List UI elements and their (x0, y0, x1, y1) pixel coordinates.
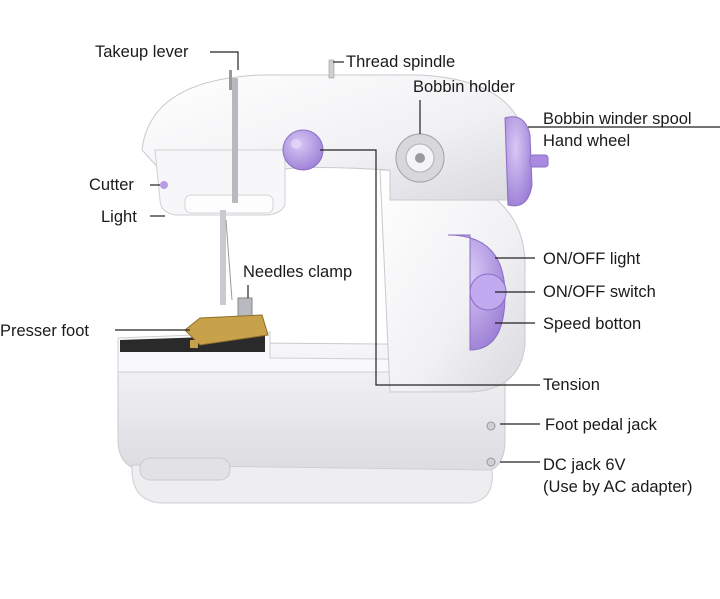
label-needles-clamp: Needles clamp (243, 263, 353, 281)
label-tension: Tension (543, 376, 600, 394)
hand-wheel (504, 116, 533, 207)
label-bobbin-winder-spool: Bobbin winder spool (543, 110, 692, 128)
label-takeup-lever: Takeup lever (95, 43, 189, 61)
label-dc-jack-note: (Use by AC adapter) (543, 478, 693, 496)
label-on-off-switch: ON/OFF switch (543, 283, 656, 301)
label-cutter: Cutter (89, 176, 134, 194)
label-dc-jack: DC jack 6V (543, 456, 626, 474)
label-thread-spindle: Thread spindle (346, 53, 456, 71)
label-foot-pedal-jack: Foot pedal jack (545, 416, 657, 434)
label-on-off-light: ON/OFF light (543, 250, 641, 268)
label-light: Light (101, 208, 137, 226)
label-hand-wheel: Hand wheel (543, 132, 631, 150)
label-bobbin-holder: Bobbin holder (413, 78, 515, 96)
base-slot (139, 457, 231, 481)
foot-pedal-jack (486, 421, 496, 431)
thread-spindle (328, 59, 335, 79)
takeup-lever (232, 78, 238, 203)
light-lens (184, 194, 274, 214)
cutter (160, 181, 168, 189)
needle-clamp (237, 297, 253, 317)
label-speed-button: Speed botton (543, 315, 642, 333)
tension-dial (282, 129, 324, 171)
needle-bar (220, 210, 226, 305)
label-presser-foot: Presser foot (0, 322, 89, 340)
dc-jack (486, 457, 496, 467)
leader-lines (115, 51, 720, 463)
